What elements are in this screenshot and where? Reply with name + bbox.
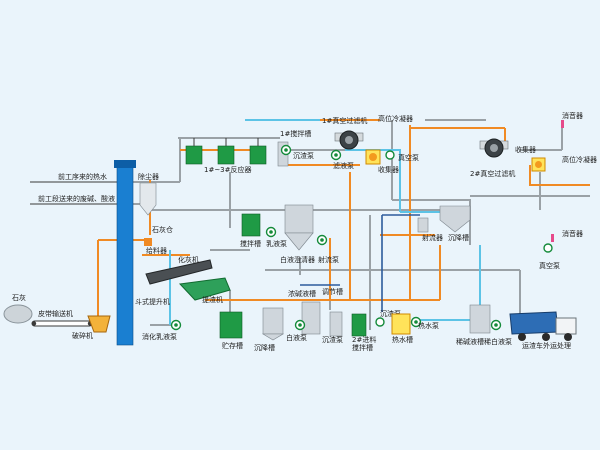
slaked-milk-pump-label: 消化乳液泵: [142, 332, 177, 341]
adjust-tank-label: 调节槽: [322, 287, 343, 296]
pipe: [392, 199, 471, 245]
hot-water-pump-label: 热水泵: [418, 321, 439, 330]
settle-pump-1-label: 沉渣泵: [293, 151, 314, 160]
stir-tank-1-label: 1#搅拌槽: [280, 129, 311, 138]
stir-tank-label: 搅拌槽: [240, 239, 261, 248]
belt-conveyor: [31, 320, 93, 327]
settling-tank-1-label: 沉降槽: [448, 233, 469, 242]
slaker: [145, 259, 231, 301]
collector-1-label: 收集器: [378, 165, 399, 174]
settling-tank-2: [261, 307, 285, 341]
vacuum-filter-1-label: 1#真空过滤机: [322, 116, 367, 125]
high-condenser-2-label: 高位冷凝器: [562, 155, 597, 164]
pump-icon: [543, 243, 553, 253]
bucket-elevator: [114, 160, 136, 346]
vacuum-pump-1-label: 真空泵: [398, 153, 419, 162]
reactor-label: 1#~3#反应器: [204, 165, 252, 174]
hot-water-pump: [410, 316, 422, 328]
diluted-liquor-tank: [469, 304, 491, 334]
slag-pump-3-label: 沉渣泵: [380, 309, 401, 318]
white-liquor-clarifier: [284, 204, 314, 251]
reactor-group: [185, 138, 267, 165]
milk-pump-label: 乳液泵: [266, 239, 287, 248]
storage-tank-label: 贮存槽: [222, 341, 243, 350]
pipe: [345, 149, 401, 212]
high-condenser-1-label: 高位冷凝器: [378, 114, 413, 123]
clarifier-label: 白液澄清器: [280, 255, 315, 264]
filtrate-pump: [330, 149, 342, 161]
hot-water-tank: [391, 313, 411, 335]
pump-icon: [385, 150, 395, 160]
pipe: [529, 165, 590, 186]
settle-pump-1: [280, 144, 292, 156]
truck-label: 运渣车外运处理: [522, 341, 571, 350]
agitator-shafts: [193, 138, 259, 146]
waste-acid-label: 前工段送来的废碱、酸液: [38, 194, 115, 203]
jetter: [417, 217, 429, 233]
settling-tank-1: [439, 205, 471, 233]
slag-pump-2-label: 沉渣泵: [322, 335, 343, 344]
slag-pump-3: [375, 317, 385, 327]
dust-collector-label: 除尘器: [138, 172, 159, 181]
vacuum-filter-2: [479, 138, 509, 158]
vacuum-pump-2-label: 真空泵: [539, 261, 560, 270]
jet-pump-label: 射流泵: [318, 255, 339, 264]
lime-bin: [144, 238, 152, 246]
feed-stir-tank-2-label: 2#进料搅拌槽: [352, 335, 376, 352]
white-liquor-pump-label: 白液泵: [286, 333, 307, 342]
truck-icon: [509, 311, 577, 341]
muffler-2-label: 消音器: [562, 229, 583, 238]
jetter-label: 射流器: [422, 233, 443, 242]
crusher: [87, 315, 111, 333]
crusher-label: 破碎机: [72, 331, 93, 340]
limestone-pile: [3, 304, 33, 324]
lime-bin-label: 石灰仓: [152, 225, 173, 234]
jet-pump: [316, 234, 328, 246]
vacuum-pump-1: [385, 150, 395, 160]
slaked-milk-pump: [170, 319, 182, 331]
collector-2: [531, 157, 546, 172]
milk-pump: [265, 226, 277, 238]
feed-stir-tank-2: [351, 313, 367, 337]
vacuum-filter-2-label: 2#真空过滤机: [470, 169, 515, 178]
collector-1: [365, 149, 381, 165]
vacuum-pump-2: [543, 234, 554, 253]
stir-tank: [241, 213, 261, 237]
muffler-1-label: 消音器: [562, 111, 583, 120]
settling-tank-2-label: 沉降槽: [254, 343, 275, 352]
muffler-1-icon: [561, 120, 564, 128]
hot-water-tank-label: 热水槽: [392, 335, 413, 344]
adjust-tank: [329, 311, 343, 337]
limestone-label: 石灰: [12, 293, 26, 302]
feeder-label: 给料器: [146, 246, 167, 255]
slaker-label: 化灰机: [178, 255, 199, 264]
thick-liquor-tank-label: 浓碱液槽: [288, 289, 316, 298]
slag-extractor-label: 提渣机: [202, 295, 223, 304]
diluted-pump-label: 稀白液泵: [484, 337, 512, 346]
storage-tank: [219, 311, 243, 339]
white-liquor-pump: [294, 319, 306, 331]
filtrate-pump-label: 滤液泵: [333, 161, 354, 170]
reactor-1: [185, 145, 203, 165]
thick-liquor-tank: [301, 301, 321, 335]
hot-water-label: 前工序来的热水: [58, 172, 107, 181]
diluted-tank-label: 稀碱液槽: [456, 337, 484, 346]
pump-icon: [375, 317, 385, 327]
vacuum-filter-1: [334, 130, 364, 150]
collector-2-label: 收集器: [515, 145, 536, 154]
reactor-3: [249, 145, 267, 165]
reactor-2: [217, 145, 235, 165]
diluted-white-pump: [490, 319, 502, 331]
elevator-label: 斗式提升机: [135, 297, 170, 306]
dust-collector: [139, 182, 157, 216]
belt-label: 皮带输送机: [38, 309, 73, 318]
